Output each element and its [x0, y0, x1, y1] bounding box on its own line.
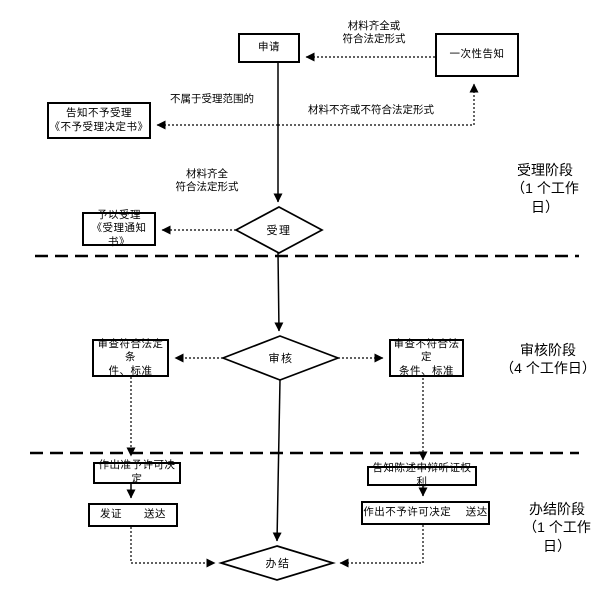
review-pass-box: 审查符合法定条 件、标准 — [92, 338, 169, 377]
hearing-notice-box: 告知陈述申辩听证权利 — [367, 462, 477, 488]
edge-review-conclude — [272, 379, 282, 542]
edge-deny-conclude — [339, 525, 424, 568]
review-diamond-label: 审核 — [268, 353, 294, 365]
conclude-diamond-label: 办结 — [265, 558, 291, 570]
edge-accept-review — [274, 252, 284, 332]
review-fail-box: 审查不符合法定 条件、标准 — [389, 338, 464, 377]
edge-label-complete-top: 材料齐全或 符合法定形式 — [342, 20, 406, 46]
reject-notice-box: 告知不予受理 《不予受理决定书》 — [47, 102, 151, 139]
accept-diamond-label: 受理 — [266, 225, 292, 237]
grant-decision-box: 作出准予许可决定 — [93, 459, 181, 485]
edge-label-incomplete: 材料不齐或不符合法定形式 — [308, 104, 434, 116]
edge-label-out-of-scope: 不属于受理范围的 — [170, 93, 254, 105]
deny-decision-box: 作出不予许可决定 送达 — [361, 501, 490, 525]
conclude-diamond — [218, 545, 336, 581]
edge-main-onetimenotice — [278, 83, 479, 126]
apply-box: 申请 — [238, 33, 300, 63]
stage-label-conclude: 办结阶段 （1 个工作 日） — [523, 501, 591, 554]
one-time-notice-box: 一次性告知 — [435, 33, 519, 77]
issue-deliver-box: 发证 送达 — [88, 503, 178, 527]
edge-issue-conclude — [130, 527, 216, 568]
accept-notice-box: 予以受理 《受理通知书》 — [82, 209, 156, 248]
accept-diamond — [234, 206, 324, 254]
edge-label-complete-mid: 材料齐全 符合法定形式 — [175, 168, 239, 194]
review-diamond — [220, 335, 341, 381]
stage-label-review: 审核阶段 （4 个工作日） — [500, 342, 596, 377]
stage-label-accept: 受理阶段 （1 个工作 日） — [511, 162, 579, 215]
